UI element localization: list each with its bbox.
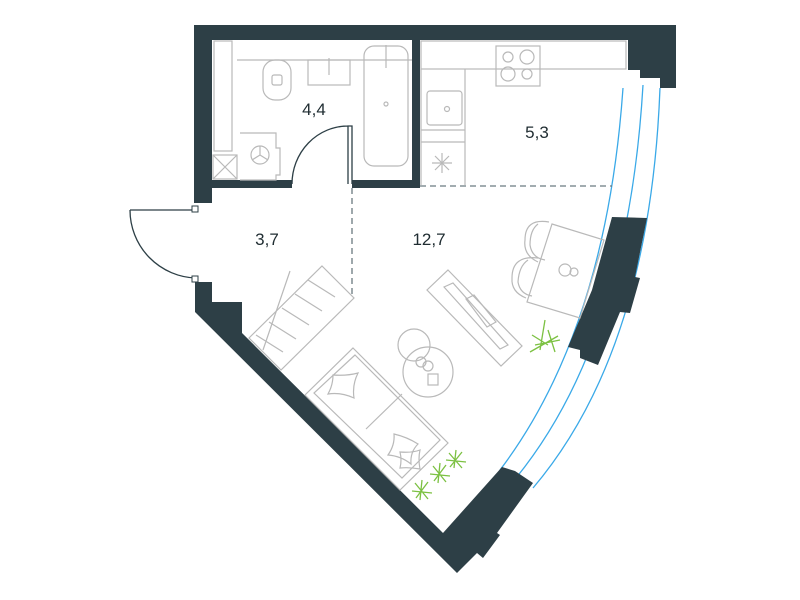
- kitchen-sink-icon: [426, 90, 463, 126]
- closet: [213, 40, 233, 152]
- kitchen-fixtures: [420, 40, 627, 185]
- bed-icon: [248, 265, 355, 371]
- plant-icon: [529, 319, 561, 353]
- room-area-kitchen: 5,3: [525, 123, 549, 142]
- dining-table-icon: [526, 223, 605, 319]
- tv-stand-icon: [426, 269, 523, 367]
- walls: [194, 25, 676, 573]
- toilet-icon: [262, 59, 292, 101]
- shaft: [212, 154, 238, 180]
- fridge-icon: [432, 153, 452, 173]
- chair-icon: [524, 220, 550, 263]
- sofa-icon: [304, 347, 449, 491]
- living-furniture: [248, 220, 605, 491]
- room-area-living-room: 12,7: [412, 230, 445, 249]
- entrance-door[interactable]: [129, 205, 199, 283]
- plant-icon: [445, 449, 467, 469]
- chair-icon: [511, 257, 539, 299]
- bathroom-door[interactable]: [291, 125, 353, 185]
- plants: [411, 319, 561, 501]
- stove-icon: [495, 45, 541, 87]
- plant-icon: [429, 462, 451, 484]
- coffee-table-icon: [402, 346, 454, 398]
- room-area-hallway: 3,7: [255, 230, 279, 249]
- room-area-bathroom: 4,4: [302, 100, 326, 119]
- plant-icon: [411, 479, 433, 501]
- bathroom-fixtures: [212, 40, 412, 181]
